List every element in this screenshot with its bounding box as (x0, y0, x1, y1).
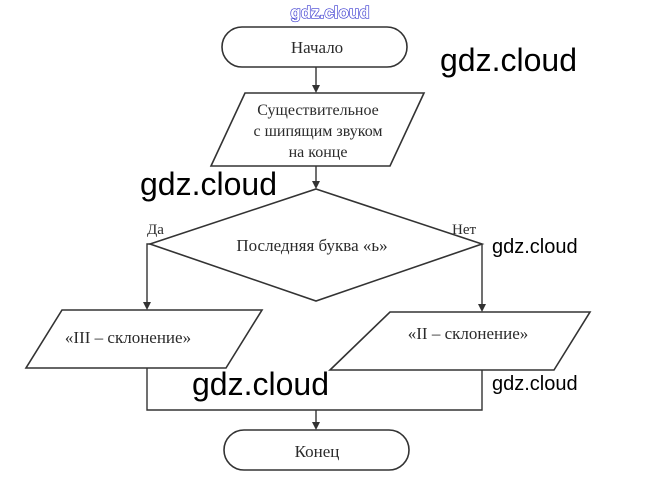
arrowhead-no-branch (478, 304, 486, 312)
start-terminator (221, 26, 408, 68)
decision-diamond (147, 188, 485, 302)
arrowhead-start-input (312, 85, 320, 93)
arrowhead-yes-branch (143, 302, 151, 310)
start-label: Начало (291, 38, 343, 57)
connector-merge (146, 368, 483, 411)
yes-label: Да (147, 222, 164, 238)
no-result-label: «II – склонение» (408, 324, 529, 343)
input-line-3: на конце (289, 144, 348, 161)
end-terminator (223, 429, 410, 471)
no-result-parallelogram (328, 311, 592, 371)
arrowhead-end (312, 422, 320, 430)
no-label: Нет (452, 222, 476, 238)
watermark-center-lower: gdz.cloud (192, 366, 329, 402)
decision-label: Последняя буква «ь» (236, 236, 387, 255)
input-line-1: Существительное (257, 102, 379, 119)
connector-yes-branch (146, 243, 150, 304)
watermark-right-middle: gdz.cloud (492, 236, 578, 258)
yes-result-label: «III – склонение» (65, 328, 191, 347)
watermark-top: gdz.cloud (290, 3, 369, 22)
watermark-right-lower: gdz.cloud (492, 373, 578, 395)
input-line-2: с шипящим звуком (253, 123, 382, 140)
watermark-left-middle: gdz.cloud (140, 166, 277, 202)
yes-result-parallelogram (24, 309, 264, 369)
arrowhead-input-decision (312, 181, 320, 189)
input-parallelogram (209, 92, 426, 167)
end-label: Конец (295, 442, 340, 461)
watermark-right-upper: gdz.cloud (440, 42, 577, 78)
